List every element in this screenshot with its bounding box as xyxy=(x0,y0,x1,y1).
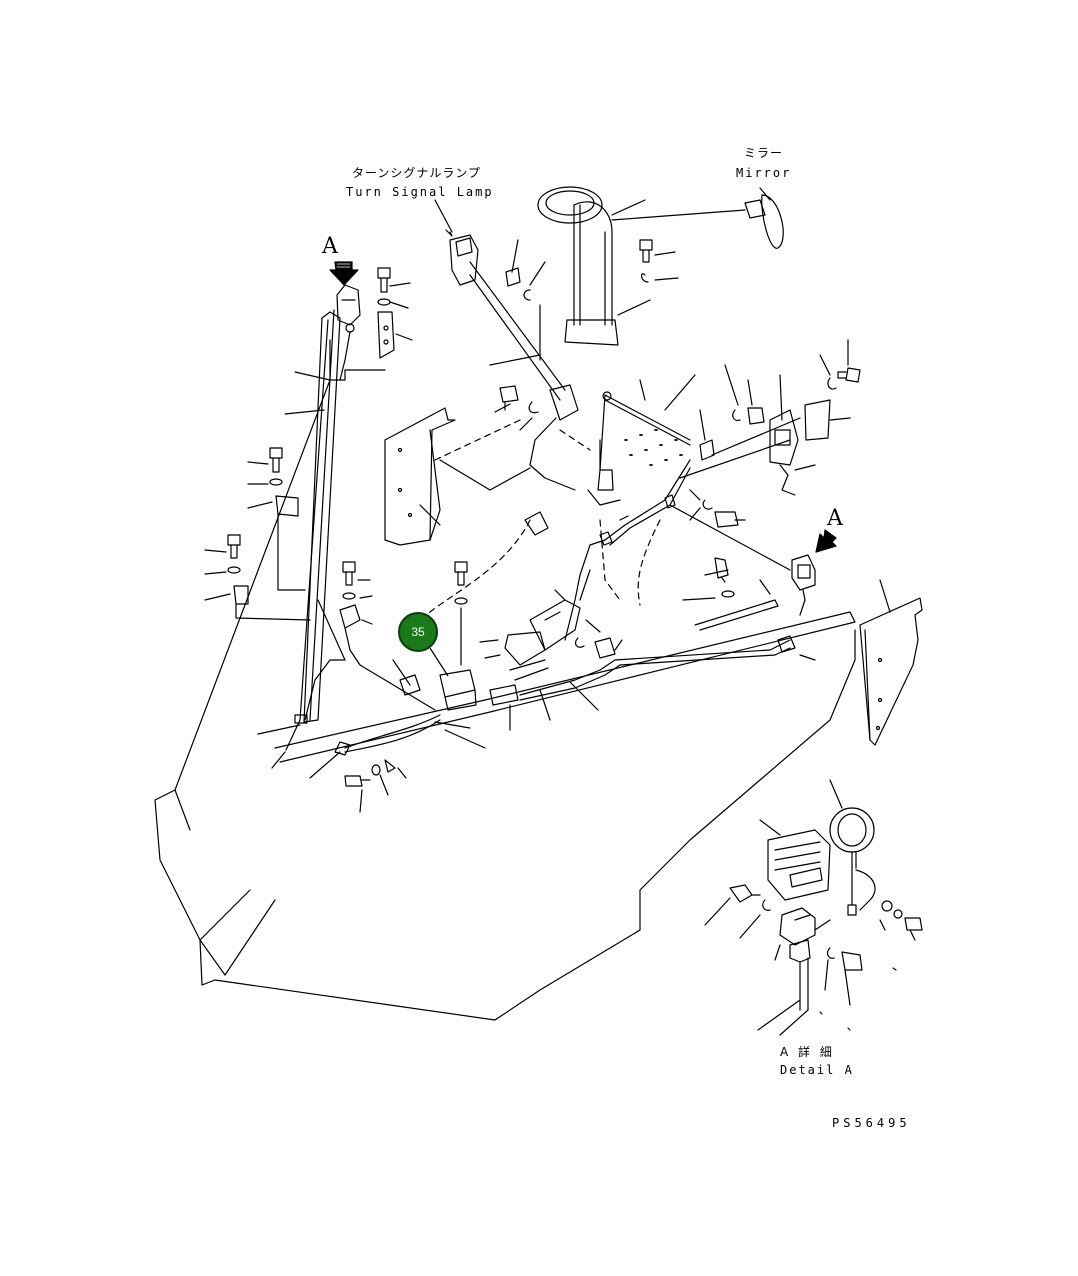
mirror-label-jp: ミラー xyxy=(744,146,784,160)
callout-35-number: 35 xyxy=(411,625,425,639)
lower-left-hardware xyxy=(257,659,486,813)
arrow-a-right xyxy=(815,529,837,553)
detail-a-label-jp: A 詳 細 xyxy=(780,1045,835,1059)
center-bracket xyxy=(439,561,791,731)
cable-run xyxy=(564,459,816,661)
fender-dashed-lines xyxy=(399,419,661,641)
drawing-number: PS56495 xyxy=(832,1116,911,1130)
turn-signal-label-en: Turn Signal Lamp xyxy=(346,185,494,199)
left-bracket-bar xyxy=(294,311,386,724)
right-panel xyxy=(859,579,923,746)
detail-a xyxy=(704,779,923,1036)
left-side-fasteners xyxy=(204,371,331,621)
mirror-assembly xyxy=(537,186,784,346)
detail-a-label-en: Detail A xyxy=(780,1063,854,1077)
mirror-label-en: Mirror xyxy=(736,166,792,180)
arrow-a-left xyxy=(329,261,359,286)
callout-35[interactable]: 35 xyxy=(398,612,438,652)
arrow-a-left-label: A xyxy=(322,234,338,259)
top-left-fasteners xyxy=(377,267,413,359)
mirror-fasteners xyxy=(639,239,679,283)
turn-signal-lamp xyxy=(434,199,579,491)
cross-rod xyxy=(587,374,696,506)
fender-outline xyxy=(154,309,856,1021)
left-panel xyxy=(384,407,531,546)
panel-dots xyxy=(624,429,683,466)
right-fasteners xyxy=(679,339,861,496)
center-left-hardware xyxy=(304,561,436,721)
washer-motor xyxy=(504,511,623,681)
right-lamp xyxy=(669,504,816,616)
arrow-a-right-label: A xyxy=(827,506,843,531)
left-lamp xyxy=(336,284,361,381)
top-nuts xyxy=(494,385,539,431)
turn-signal-label-jp: ターンシグナルランプ xyxy=(352,166,482,180)
